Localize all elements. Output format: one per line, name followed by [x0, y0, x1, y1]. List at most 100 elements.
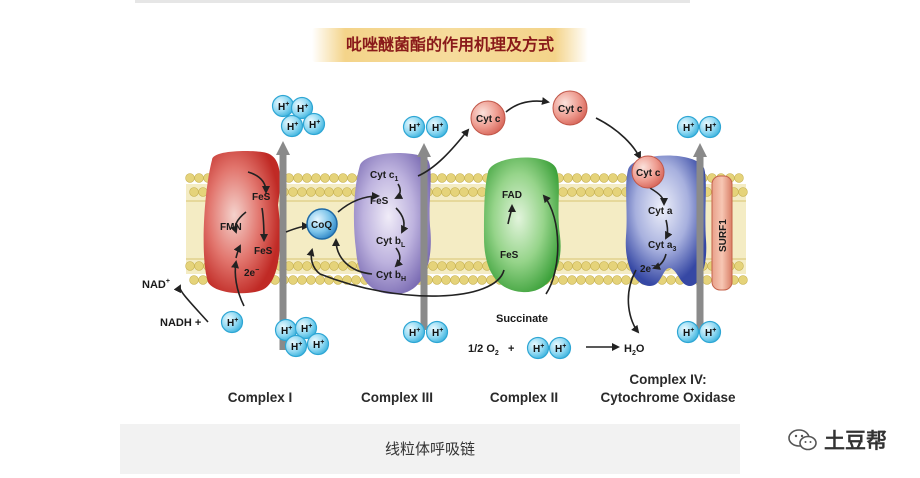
page-title: 吡唑醚菌酯的作用机理及方式: [345, 35, 554, 54]
lipid-head: [432, 187, 442, 197]
lipid-head: [315, 187, 325, 197]
proton-label: H+: [683, 327, 694, 339]
lipid-head: [617, 173, 627, 183]
figure-caption: 线粒体呼吸链: [384, 440, 475, 458]
proton-label: H+: [555, 343, 566, 355]
electron-flow-arrows: [173, 97, 673, 351]
lipid-head: [293, 261, 303, 271]
plus-sign-label: +: [508, 343, 514, 355]
lipid-head: [342, 187, 352, 197]
proton-label: H+: [227, 317, 238, 329]
proton-sphere: H+: [290, 96, 314, 120]
complex-ii-body: [484, 157, 561, 293]
cyt-c-sphere-2: [552, 90, 588, 126]
surf1-body: [711, 175, 733, 291]
lipid-tail-line: [186, 258, 746, 260]
lipid-head: [329, 173, 339, 183]
two-e-label-complex-i: 2e−: [244, 267, 259, 279]
lipid-head: [450, 275, 460, 285]
lipid-head: [734, 173, 744, 183]
lipid-head: [315, 275, 325, 285]
proton-sphere: H+: [402, 115, 426, 139]
lipid-head: [617, 261, 627, 271]
complex-i-title: Complex I: [228, 390, 293, 405]
cyt-a3-label: Cyt a3: [648, 240, 676, 253]
two-e-label-complex-iv: 2e−: [640, 263, 655, 275]
cyt-bl-label: Cyt bL: [376, 236, 406, 249]
lipid-head: [612, 187, 622, 197]
proton-label: H+: [278, 101, 289, 113]
fmn-label: FMN: [220, 222, 242, 233]
lipid-head: [590, 173, 600, 183]
fad-label: FAD: [502, 190, 522, 201]
top-divider: [135, 0, 690, 3]
h2o-label: H2O: [624, 343, 645, 357]
title-banner: 吡唑醚菌酯的作用机理及方式: [312, 28, 588, 62]
nad-label: NAD+: [142, 278, 170, 291]
succinate-label: Succinate: [496, 313, 548, 325]
lipid-head: [702, 275, 712, 285]
fes-label-complex-i-top: FeS: [252, 192, 271, 203]
proton-label: H+: [287, 121, 298, 133]
lipid-head: [612, 275, 622, 285]
proton-label: H+: [683, 122, 694, 134]
lipid-head: [198, 275, 208, 285]
proton-label: H+: [313, 339, 324, 351]
lipid-head: [594, 275, 604, 285]
lipid-head: [329, 261, 339, 271]
lipid-head: [576, 275, 586, 285]
lipid-head: [446, 261, 456, 271]
complex-iv-title: Complex IV:: [629, 372, 706, 387]
lipid-head: [446, 173, 456, 183]
proton-label: H+: [705, 327, 716, 339]
lipid-head: [473, 173, 483, 183]
cyt-c-sphere-3: [631, 155, 665, 189]
proton-label: H+: [297, 103, 308, 115]
complex-iii-title: Complex III: [361, 390, 433, 405]
proton-sphere: H+: [676, 115, 700, 139]
respiratory-chain-diagram: H+H+H+H+H+H+H+H+H+H+H+H+H+H+H+H+H+H+H+ C…: [142, 90, 748, 405]
fes-label-complex-i-bottom: FeS: [254, 246, 273, 257]
lipid-head: [590, 261, 600, 271]
proton-label: H+: [301, 323, 312, 335]
lipid-head: [459, 187, 469, 197]
lipid-head: [572, 261, 582, 271]
lipid-head: [603, 187, 613, 197]
cyt-c-label-3: Cyt c: [636, 168, 661, 179]
lipid-head: [297, 187, 307, 197]
lipid-head: [468, 187, 478, 197]
lipid-head: [599, 261, 609, 271]
lipid-head: [437, 173, 447, 183]
proton-label: H+: [432, 122, 443, 134]
proton-label: H+: [705, 122, 716, 134]
lipid-head: [306, 275, 316, 285]
lipid-head: [738, 187, 748, 197]
lipid-head: [432, 275, 442, 285]
lipid-head: [194, 261, 204, 271]
proton-sphere: H+: [284, 334, 308, 358]
complex-iv-subtitle: Cytochrome Oxidase: [600, 390, 736, 405]
lipid-head: [351, 275, 361, 285]
proton-sphere: H+: [280, 114, 304, 138]
proton-sphere: H+: [676, 320, 700, 344]
lipid-head: [567, 275, 577, 285]
lipid-head: [576, 187, 586, 197]
lipid-head: [603, 275, 613, 285]
lipid-head: [477, 275, 487, 285]
lipid-head: [306, 187, 316, 197]
lipid-head: [288, 275, 298, 285]
proton-label: H+: [409, 122, 420, 134]
lipid-head: [734, 261, 744, 271]
lipid-head: [455, 261, 465, 271]
lipid-head: [464, 261, 474, 271]
brand-name: 土豆帮: [824, 429, 887, 453]
lipid-tail-line: [186, 200, 746, 202]
lipid-head: [558, 187, 568, 197]
coq-label: CoQ: [311, 220, 332, 231]
fes-label-complex-iii: FeS: [370, 196, 389, 207]
lipid-head: [324, 187, 334, 197]
lipid-head: [585, 275, 595, 285]
lipid-head: [581, 261, 591, 271]
lipid-head: [563, 261, 573, 271]
cyt-a-label: Cyt a: [648, 206, 673, 217]
